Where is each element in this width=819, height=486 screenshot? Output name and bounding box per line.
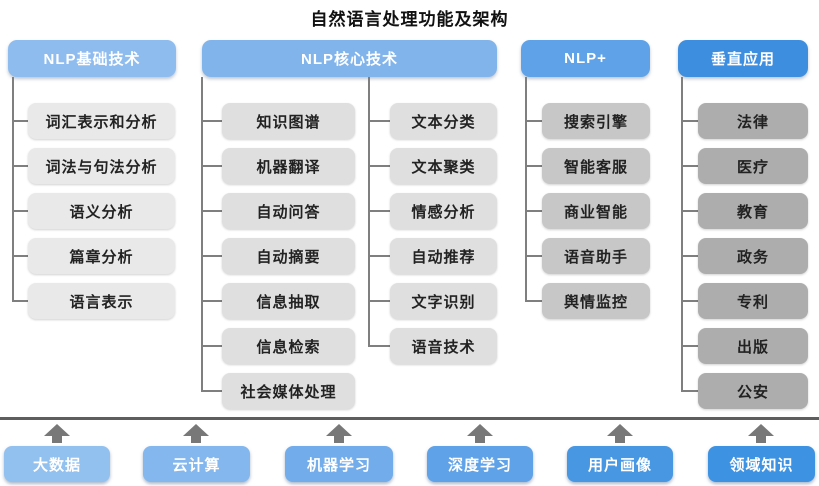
- node-auto-recommendation: 自动推荐: [390, 238, 497, 274]
- branch-line: [681, 120, 698, 122]
- up-arrow-icon: [183, 424, 209, 443]
- foundation-domain-knowledge: 领域知识: [708, 446, 815, 482]
- branch-line: [368, 345, 390, 347]
- foundation-machine-learning: 机器学习: [285, 446, 393, 482]
- up-arrow-icon: [326, 424, 352, 443]
- branch-line: [368, 165, 390, 167]
- branch-line: [201, 165, 222, 167]
- branch-line: [368, 210, 390, 212]
- node-auto-summarization: 自动摘要: [222, 238, 355, 274]
- node-information-extraction: 信息抽取: [222, 283, 355, 319]
- node-publishing: 出版: [698, 328, 808, 364]
- branch-line: [525, 255, 542, 257]
- node-search-engine: 搜索引擎: [542, 103, 650, 139]
- branch-line: [681, 345, 698, 347]
- node-semantic-analysis: 语义分析: [28, 193, 175, 229]
- node-law: 法律: [698, 103, 808, 139]
- node-machine-translation: 机器翻译: [222, 148, 355, 184]
- up-arrow-icon: [607, 424, 633, 443]
- branch-line: [368, 120, 390, 122]
- node-knowledge-graph: 知识图谱: [222, 103, 355, 139]
- foundation-deep-learning: 深度学习: [427, 446, 533, 482]
- branch-line: [681, 165, 698, 167]
- node-information-retrieval: 信息检索: [222, 328, 355, 364]
- branch-line: [681, 255, 698, 257]
- node-lexical-syntactic-analysis: 词法与句法分析: [28, 148, 175, 184]
- trunk-line-col4: [681, 77, 683, 391]
- node-business-intelligence: 商业智能: [542, 193, 650, 229]
- node-text-classification: 文本分类: [390, 103, 497, 139]
- foundation-big-data: 大数据: [4, 446, 110, 482]
- branch-line: [525, 120, 542, 122]
- branch-line: [681, 390, 698, 392]
- branch-line: [201, 300, 222, 302]
- branch-line: [681, 210, 698, 212]
- foundation-user-profile: 用户画像: [567, 446, 673, 482]
- branch-line: [525, 165, 542, 167]
- branch-line: [12, 165, 28, 167]
- branch-line: [201, 210, 222, 212]
- node-discourse-analysis: 篇章分析: [28, 238, 175, 274]
- node-text-clustering: 文本聚类: [390, 148, 497, 184]
- branch-line: [201, 345, 222, 347]
- branch-line: [681, 300, 698, 302]
- header-nlp-core: NLP核心技术: [202, 40, 497, 77]
- branch-line: [201, 390, 222, 392]
- node-vocabulary-representation-analysis: 词汇表示和分析: [28, 103, 175, 139]
- up-arrow-icon: [44, 424, 70, 443]
- node-smart-customer-service: 智能客服: [542, 148, 650, 184]
- node-medical: 医疗: [698, 148, 808, 184]
- node-sentiment-analysis: 情感分析: [390, 193, 497, 229]
- trunk-line-col1: [12, 77, 14, 301]
- branch-line: [368, 300, 390, 302]
- foundation-divider-line: [0, 417, 819, 420]
- diagram-title: 自然语言处理功能及架构: [310, 10, 509, 29]
- header-nlp-basic: NLP基础技术: [8, 40, 176, 77]
- trunk-line-col2-left: [201, 77, 203, 391]
- branch-line: [12, 255, 28, 257]
- node-language-representation: 语言表示: [28, 283, 175, 319]
- node-patent: 专利: [698, 283, 808, 319]
- up-arrow-icon: [748, 424, 774, 443]
- branch-line: [201, 255, 222, 257]
- node-text-recognition: 文字识别: [390, 283, 497, 319]
- branch-line: [525, 300, 542, 302]
- node-auto-question-answering: 自动问答: [222, 193, 355, 229]
- node-education: 教育: [698, 193, 808, 229]
- branch-line: [12, 120, 28, 122]
- up-arrow-icon: [467, 424, 493, 443]
- header-vertical-apps: 垂直应用: [678, 40, 808, 77]
- trunk-line-col3: [525, 77, 527, 301]
- branch-line: [525, 210, 542, 212]
- branch-line: [368, 255, 390, 257]
- node-public-opinion-monitoring: 舆情监控: [542, 283, 650, 319]
- node-government: 政务: [698, 238, 808, 274]
- branch-line: [12, 300, 28, 302]
- branch-line: [12, 210, 28, 212]
- branch-line: [201, 120, 222, 122]
- node-social-media-processing: 社会媒体处理: [222, 373, 355, 409]
- node-speech-technology: 语音技术: [390, 328, 497, 364]
- foundation-cloud-computing: 云计算: [143, 446, 250, 482]
- node-voice-assistant: 语音助手: [542, 238, 650, 274]
- header-nlp-plus: NLP+: [521, 40, 650, 77]
- node-public-security: 公安: [698, 373, 808, 409]
